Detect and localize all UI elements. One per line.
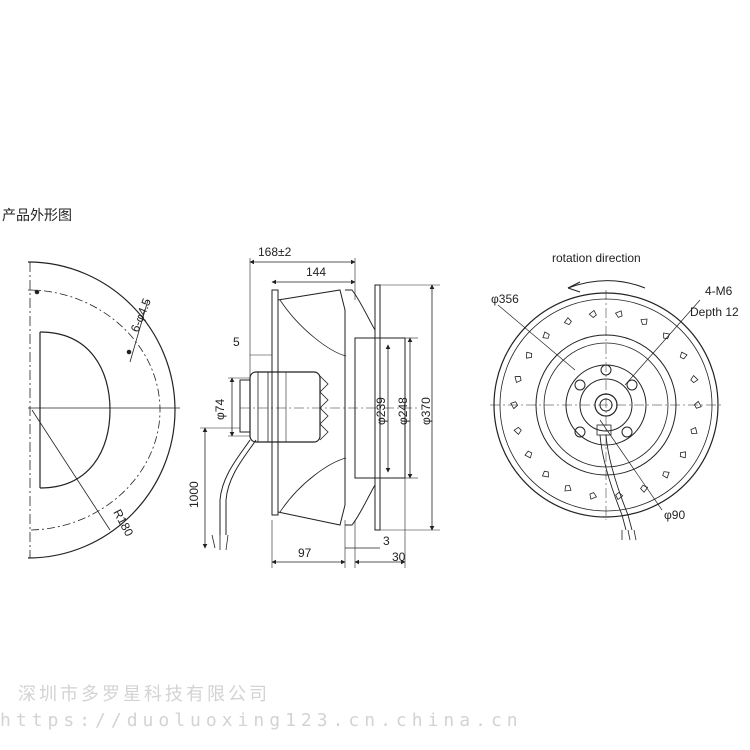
blade-slot [514, 376, 522, 384]
blade-slot [614, 310, 623, 318]
blade-slot [690, 426, 698, 434]
outer-arc [27, 261, 176, 559]
cable [219, 439, 251, 535]
dim-1000-label: 1000 [187, 481, 201, 508]
motor-body [249, 371, 321, 443]
inlet-ring [345, 289, 376, 526]
inner-arc [39, 331, 111, 489]
impeller-shell [277, 289, 346, 526]
m6-hole-4 [621, 426, 633, 438]
dim-90-label: φ90 [664, 508, 685, 522]
blade-slot [693, 400, 702, 409]
blade-curve-bottom [279, 457, 347, 513]
m6-hole-3 [574, 426, 586, 438]
blade-slot [663, 332, 671, 340]
radius-line [31, 409, 111, 531]
wire-1 [211, 534, 216, 549]
watermark-url: https://duoluoxing123.cn.china.cn [0, 710, 523, 731]
blade-slot [513, 426, 522, 436]
side-view [200, 258, 440, 568]
back-plate [271, 289, 279, 516]
blade-slot [542, 331, 550, 339]
hole-mark [126, 349, 132, 355]
rotation-arrowhead [567, 281, 581, 293]
blade-slot [564, 485, 572, 492]
dim-5-label: 5 [233, 335, 240, 349]
dim-239-label: φ239 [374, 397, 388, 425]
radius-label: R180 [110, 507, 136, 539]
front-wire-3 [633, 529, 637, 541]
wire-3 [225, 534, 229, 551]
dim-97-label: 97 [298, 546, 312, 560]
blade-slot [526, 351, 533, 359]
dim-248-label: φ248 [396, 397, 410, 425]
leader-90 [599, 419, 663, 511]
blade-curve-top [279, 299, 347, 357]
dim-74-label: φ74 [213, 399, 227, 420]
motor-band [257, 371, 269, 443]
front-view [490, 280, 722, 541]
cable-gland [596, 424, 612, 436]
leader-m6 [624, 299, 701, 386]
blade-slot [640, 318, 648, 325]
blade-slot [588, 309, 597, 319]
dim-168-label: 168±2 [258, 245, 292, 259]
cable-edge [225, 439, 257, 535]
blade-slot [690, 374, 699, 384]
left-half-view [27, 261, 180, 559]
pcd-arc [27, 289, 161, 531]
blade-slot [679, 451, 686, 459]
blade-slot [510, 401, 519, 410]
dim-144-label: 144 [306, 265, 326, 279]
blade-slot [679, 351, 688, 360]
blade-slot [563, 317, 572, 326]
blade-slot [615, 491, 624, 501]
thread-depth-label: Depth 12 [690, 305, 739, 319]
blade-slot [662, 471, 670, 479]
dim-356-label: φ356 [491, 292, 519, 306]
blade-slot [640, 484, 649, 493]
watermark-company: 深圳市多罗星科技有限公司 [18, 684, 270, 705]
dim-3-label: 3 [383, 534, 390, 548]
blade-slot [589, 492, 598, 500]
cable-front-edge [605, 434, 633, 531]
rotation-label: rotation direction [552, 251, 641, 265]
blade-slot [541, 470, 549, 478]
dim-30-label: 30 [392, 550, 406, 564]
cable-front [599, 434, 627, 531]
m6-hole-1 [574, 379, 586, 391]
motor-cap [239, 379, 251, 433]
page-title: 产品外形图 [2, 208, 72, 224]
blade-slot [524, 450, 533, 459]
thread-label: 4-M6 [705, 284, 733, 298]
front-wire-2 [627, 529, 631, 541]
hole-mark-top [34, 289, 40, 295]
dim-370-label: φ370 [419, 397, 433, 425]
leader-356 [497, 304, 576, 371]
m6-hole-2 [626, 379, 638, 391]
blade-slots [510, 309, 702, 501]
rotation-arc [567, 280, 646, 289]
hole-leader [129, 299, 149, 363]
